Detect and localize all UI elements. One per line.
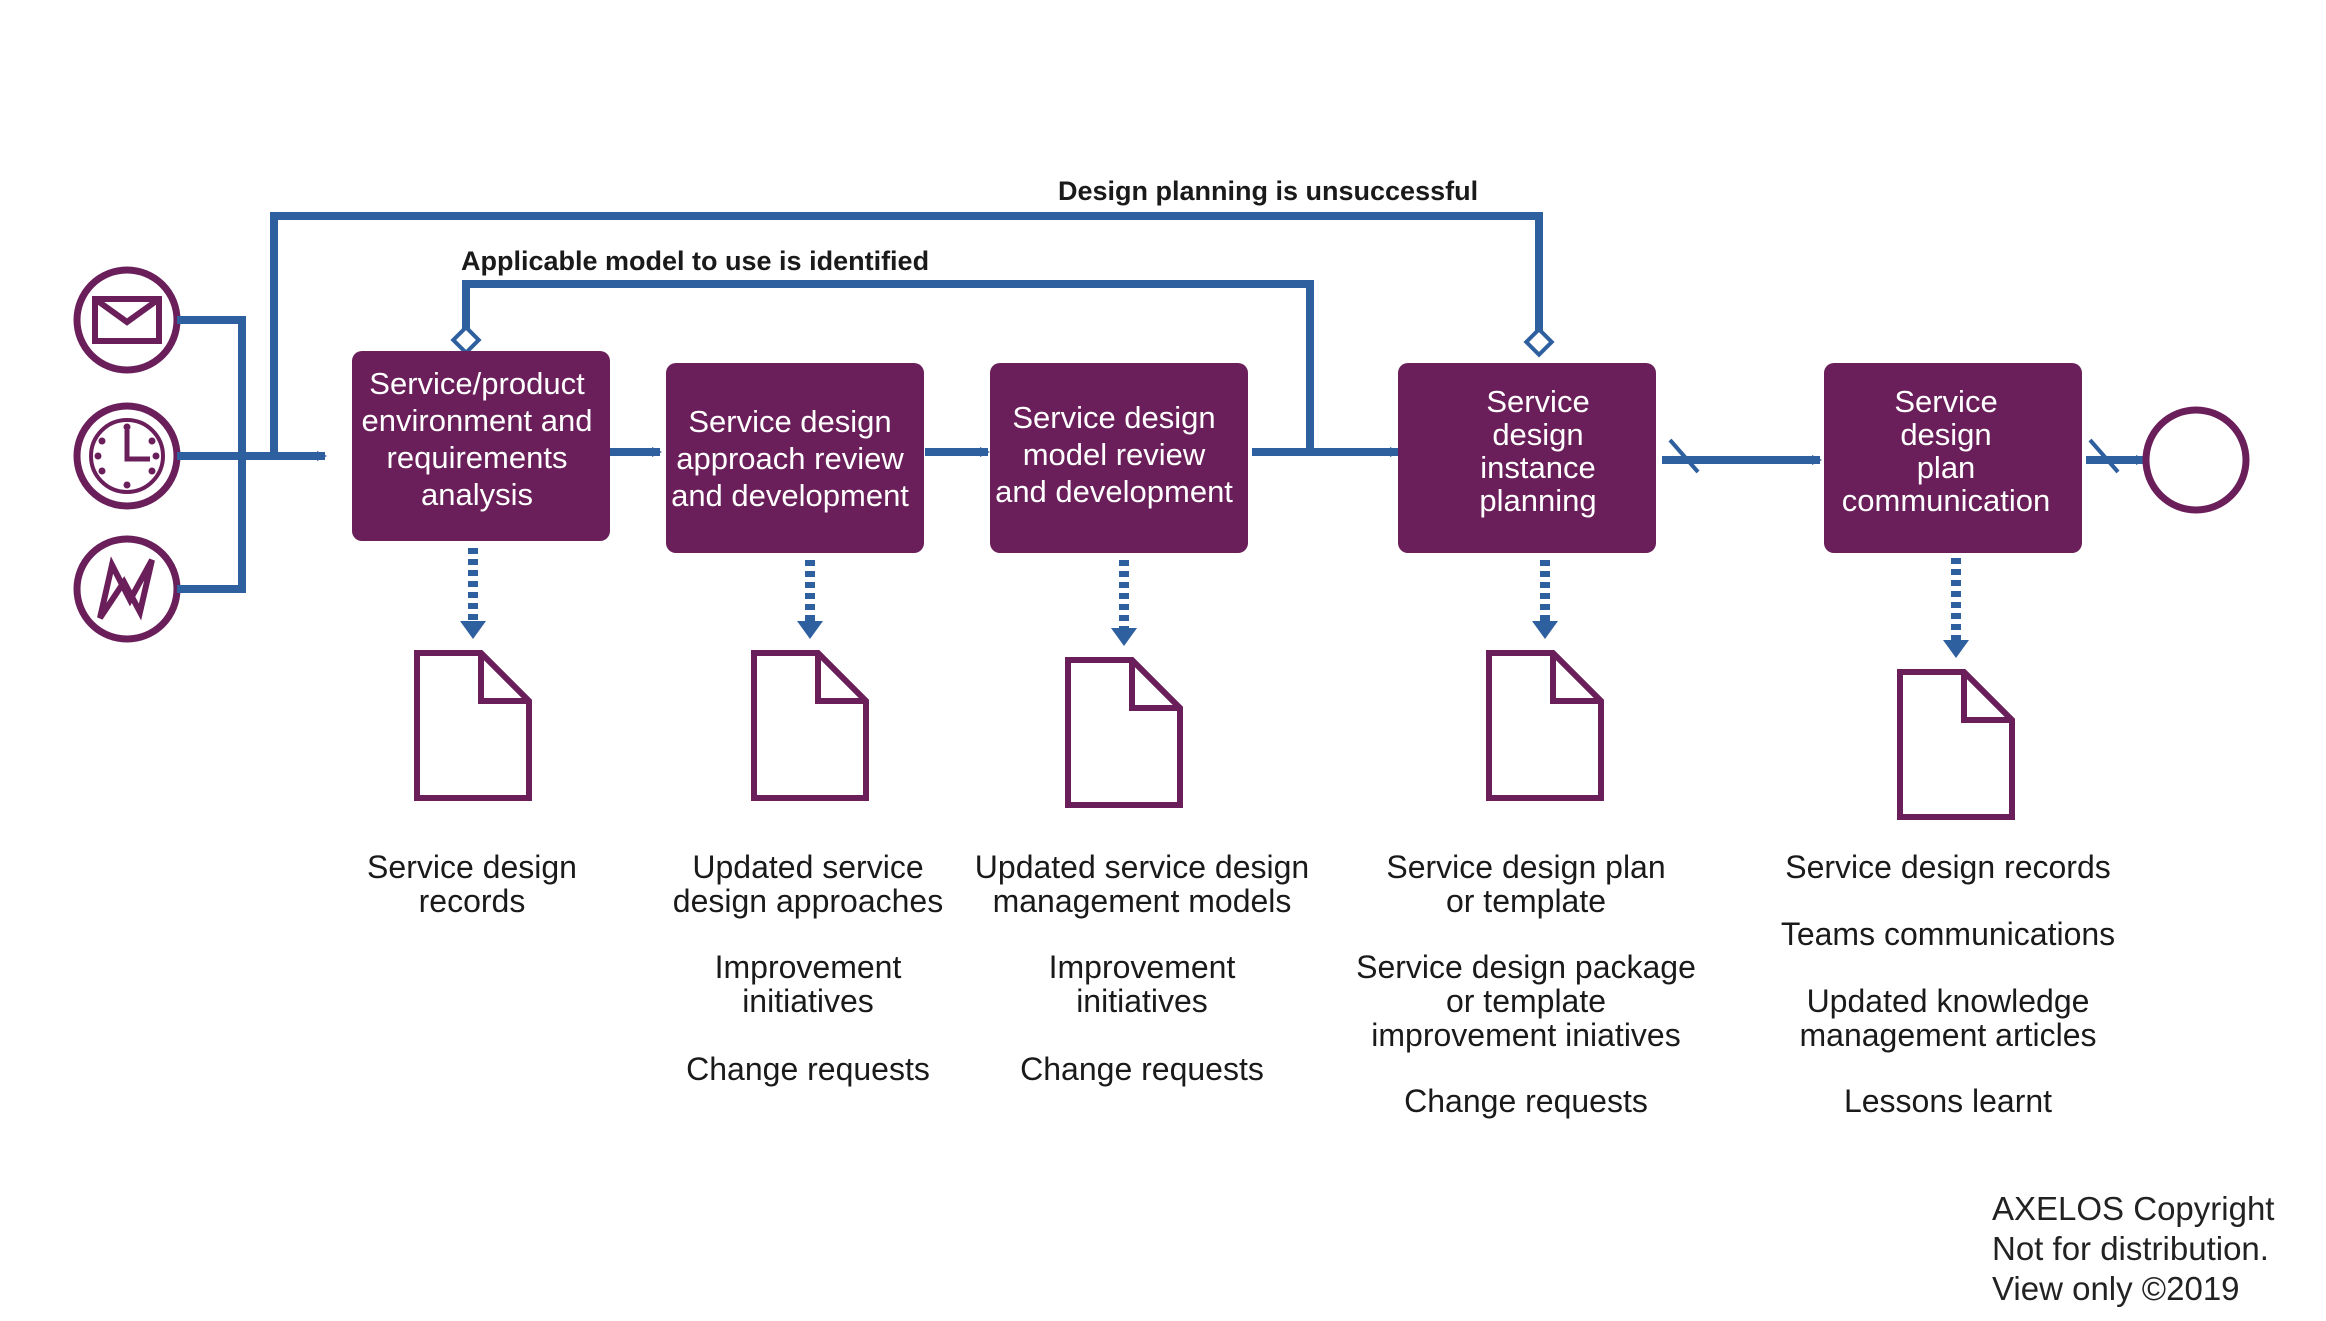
output-text: Change requests [1404, 1083, 1648, 1119]
output-text: Updated knowledge [1807, 983, 2090, 1019]
copyright-line-3: View only ©2019 [1992, 1270, 2240, 1307]
output-text: Updated service [692, 849, 923, 885]
output-text: Service design package [1356, 949, 1696, 985]
output-text: or template [1446, 883, 1606, 919]
activity-label: and development [995, 474, 1233, 509]
output-text: Improvement [715, 949, 902, 985]
output-text: improvement iniatives [1371, 1017, 1680, 1053]
activity-label: planning [1479, 483, 1596, 518]
output-arrow-5 [1943, 558, 1969, 658]
activity-label: Service [1486, 384, 1589, 419]
envelope-icon [92, 296, 162, 344]
output-text: Service design records [1785, 849, 2110, 885]
output-text: Service design [367, 849, 577, 885]
output-text: Updated service design [975, 849, 1309, 885]
activity-label: Service/product [369, 366, 585, 401]
output-text: initiatives [1076, 983, 1208, 1019]
output-text: records [419, 883, 526, 919]
document-icon [1897, 669, 2015, 820]
output-text: Lessons learnt [1844, 1083, 2052, 1119]
flow-slash-marks [1668, 438, 2120, 474]
loop-unsuccessful [270, 212, 1555, 456]
activity-label: requirements [387, 440, 568, 475]
activity-label: Service design [688, 404, 891, 439]
loop-model-identified [450, 280, 1314, 452]
trigger-connectors [177, 316, 327, 593]
activity-label: environment and [362, 403, 593, 438]
output-text: management models [993, 883, 1292, 919]
activity-label: approach review [676, 441, 904, 476]
activity-label: communication [1842, 483, 2050, 518]
activity-label: Service [1894, 384, 1997, 419]
loop-label-model-identified: Applicable model to use is identified [461, 246, 929, 276]
activity-label: model review [1023, 437, 1206, 472]
clock-icon [89, 418, 165, 494]
activity-label: instance [1480, 450, 1595, 485]
activity-label: Service design [1012, 400, 1215, 435]
activity-label: analysis [421, 477, 533, 512]
end-event [2142, 406, 2250, 514]
activity-label: design [1492, 417, 1583, 452]
output-text: or template [1446, 983, 1606, 1019]
output-text: Improvement [1049, 949, 1236, 985]
output-text: Teams communications [1781, 916, 2115, 952]
lightning-icon [97, 556, 155, 621]
output-text: Change requests [686, 1051, 930, 1087]
copyright-line-2: Not for distribution. [1992, 1230, 2269, 1267]
output-arrow-2 [797, 560, 823, 639]
output-text: management articles [1799, 1017, 2096, 1053]
start-event-message [73, 266, 181, 374]
document-icon [751, 650, 869, 801]
activity-label: and development [671, 478, 909, 513]
document-icon [1065, 657, 1183, 808]
activity-label: design [1900, 417, 1991, 452]
document-icon [1486, 650, 1604, 801]
output-arrow-3 [1111, 560, 1137, 646]
output-text: design approaches [673, 883, 943, 919]
output-text: Service design plan [1386, 849, 1665, 885]
output-arrow-1 [460, 548, 486, 639]
start-event-timer [73, 402, 181, 510]
activity-label: plan [1917, 450, 1976, 485]
copyright-line-1: AXELOS Copyright [1992, 1190, 2274, 1227]
output-arrow-4 [1532, 560, 1558, 639]
output-text: initiatives [742, 983, 874, 1019]
start-event-signal [73, 535, 181, 643]
output-text: Change requests [1020, 1051, 1264, 1087]
document-icon [414, 650, 532, 801]
loop-label-unsuccessful: Design planning is unsuccessful [1058, 176, 1478, 206]
